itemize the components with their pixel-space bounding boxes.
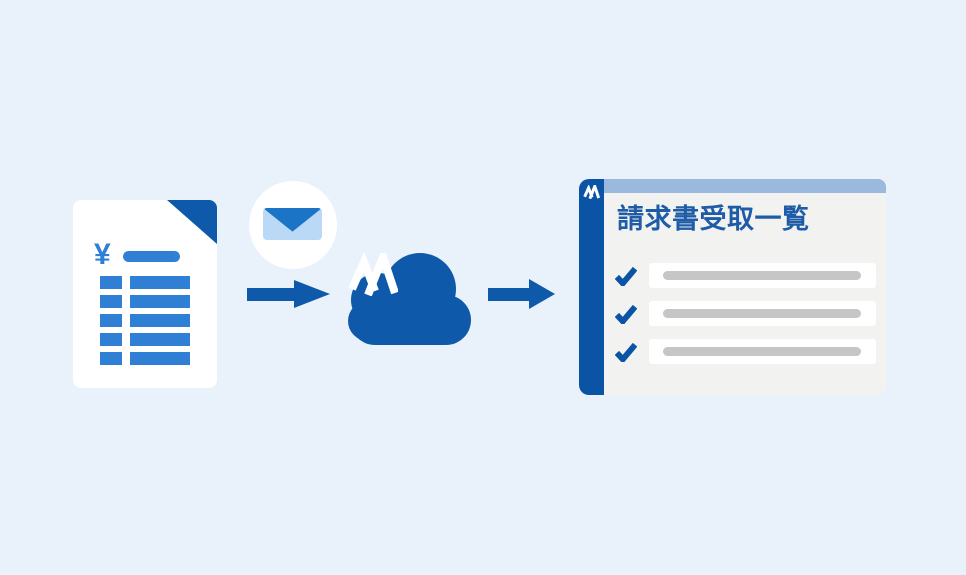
document-table-row (100, 333, 190, 346)
list-item (615, 301, 876, 326)
document-title-placeholder (123, 251, 180, 262)
list-row-card (649, 339, 876, 364)
row-text-placeholder (663, 309, 861, 318)
panel-sidebar (579, 179, 604, 395)
document-table-row (100, 352, 190, 365)
envelope-icon (263, 208, 322, 240)
panel-topbar (604, 179, 886, 193)
checkmark-icon (615, 266, 637, 286)
arrow-right-icon (247, 280, 330, 308)
list-row-card (649, 301, 876, 326)
invoice-document-icon: ¥ (73, 200, 217, 388)
cloud-service-icon (348, 253, 475, 345)
email-icon (249, 181, 337, 269)
list-row-card (649, 263, 876, 288)
document-table (100, 276, 190, 365)
m-logo-icon (583, 185, 600, 199)
m-logo-icon (348, 253, 398, 296)
yen-symbol: ¥ (94, 238, 111, 271)
checkmark-icon (615, 304, 637, 324)
document-table-row (100, 314, 190, 327)
panel-title: 請求書受取一覧 (617, 204, 810, 234)
envelope-flap-icon (263, 208, 322, 232)
row-text-placeholder (663, 271, 861, 280)
document-table-row (100, 295, 190, 308)
invoice-list-panel: 請求書受取一覧 (579, 179, 886, 395)
list-item (615, 263, 876, 288)
folded-corner-icon (167, 200, 217, 244)
checkmark-icon (615, 342, 637, 362)
list-item (615, 339, 876, 364)
panel-rows (615, 263, 876, 364)
row-text-placeholder (663, 347, 861, 356)
document-table-row (100, 276, 190, 289)
arrow-right-icon (488, 279, 555, 309)
cloud-shape (348, 253, 471, 345)
